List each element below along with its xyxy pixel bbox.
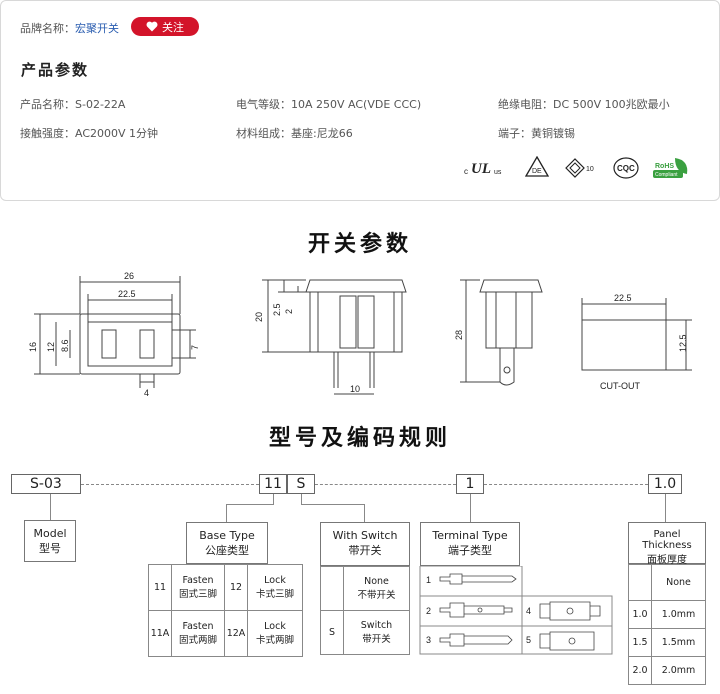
dim-2: 2 xyxy=(284,309,294,314)
switch-params-title: 开关参数 xyxy=(307,232,412,257)
dim-22-5: 22.5 xyxy=(118,289,136,299)
svg-text:UL: UL xyxy=(471,161,491,177)
product-params-title: 产品参数 xyxy=(21,61,90,79)
terminal-type-table: 1 2 3 4 5 xyxy=(419,566,613,655)
code-model-box: S-03 xyxy=(11,474,81,494)
code-switch-box: S xyxy=(287,474,315,494)
connector xyxy=(665,494,666,522)
connector xyxy=(301,504,365,505)
side-view-drawing xyxy=(262,279,407,395)
follow-button[interactable]: 关注 xyxy=(131,17,199,36)
dim-cutout-12-5: 12.5 xyxy=(678,334,688,352)
connector xyxy=(301,494,302,504)
vde-cert-icon: DE xyxy=(525,156,549,177)
dim-26: 26 xyxy=(124,271,134,281)
dim-12: 12 xyxy=(46,342,56,352)
svg-text:RoHS: RoHS xyxy=(655,163,674,170)
terminal-code-2: 2 xyxy=(426,606,431,616)
enec-cert-icon: 10 xyxy=(565,158,594,178)
param-product-name: 产品名称：S-02-22A xyxy=(20,98,126,111)
dim-2-5: 2.5 xyxy=(272,303,282,316)
terminal-code-5: 5 xyxy=(526,635,531,645)
product-info-card: 品牌名称：宏聚开关 关注 产品参数 产品名称：S-02-22A 电气等级：10A… xyxy=(0,0,720,201)
coding-rules-title: 型号及编码规则 xyxy=(268,426,451,451)
svg-text:c: c xyxy=(464,167,468,176)
param-insulation: 绝缘电阻：DC 500V 100兆欧最小 xyxy=(498,98,670,111)
connector xyxy=(226,504,227,522)
connector xyxy=(50,504,51,520)
svg-text:CQC: CQC xyxy=(617,164,635,173)
dim-7: 7 xyxy=(190,345,200,350)
code-connector xyxy=(81,484,259,485)
dim-28: 28 xyxy=(454,330,464,340)
param-electrical-rating: 电气等级：10A 250V AC(VDE CCC) xyxy=(236,98,422,111)
dim-20: 20 xyxy=(254,312,264,322)
dim-10: 10 xyxy=(350,384,360,394)
svg-text:10: 10 xyxy=(586,166,594,173)
param-material: 材料组成：基座:尼龙66 xyxy=(236,127,353,140)
param-contact-strength: 接触强度：AC2000V 1分钟 xyxy=(20,127,159,140)
connector xyxy=(273,494,274,504)
cutout-label: CUT-OUT xyxy=(600,381,640,391)
side-view-2-drawing xyxy=(460,279,543,386)
connector xyxy=(50,494,51,504)
param-terminal: 端子：黄铜镀锡 xyxy=(498,127,575,140)
svg-text:us: us xyxy=(494,169,502,176)
connector xyxy=(470,494,471,522)
connector xyxy=(364,504,365,522)
switch-dimension-drawings: 26 22.5 16 12 8.6 7 4 20 2.5 2 10 28 xyxy=(28,271,692,398)
side-view-dims: 20 2.5 2 10 xyxy=(254,303,360,394)
terminal-code-4: 4 xyxy=(526,606,531,616)
brand-line: 品牌名称：宏聚开关 xyxy=(20,20,119,36)
front-view-drawing xyxy=(34,276,196,388)
terminal-code-3: 3 xyxy=(426,635,431,645)
dim-8-6: 8.6 xyxy=(60,339,70,352)
code-base-box: 11 xyxy=(259,474,287,494)
dim-4: 4 xyxy=(144,388,149,398)
code-panel-box: 1.0 xyxy=(648,474,682,494)
cqc-cert-icon: CQC xyxy=(613,157,639,179)
svg-text:Compliant: Compliant xyxy=(655,172,678,178)
dim-16: 16 xyxy=(28,342,38,352)
terminal-code-1: 1 xyxy=(426,575,431,585)
connector xyxy=(226,504,274,505)
brand-label: 品牌名称： xyxy=(20,22,75,35)
code-terminal-box: 1 xyxy=(456,474,484,494)
rohs-cert-icon: RoHS Compliant xyxy=(653,158,688,178)
follow-label: 关注 xyxy=(162,20,184,34)
code-connector xyxy=(484,484,648,485)
front-view-dims: 26 22.5 16 12 8.6 7 4 xyxy=(28,271,200,398)
svg-text:DE: DE xyxy=(532,168,542,175)
cutout-drawing xyxy=(581,298,692,371)
dim-cutout-22-5: 22.5 xyxy=(614,293,632,303)
brand-name-link[interactable]: 宏聚开关 xyxy=(75,22,119,35)
code-connector xyxy=(315,484,456,485)
heart-icon xyxy=(146,21,158,32)
